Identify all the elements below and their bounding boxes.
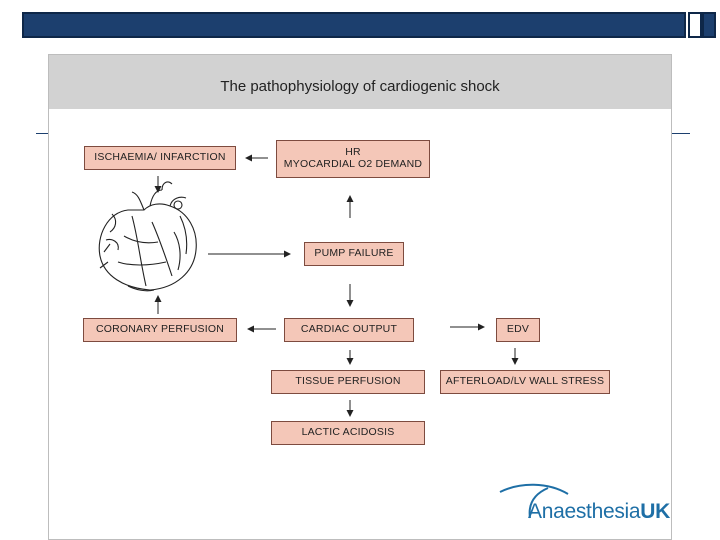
box-pump-failure: PUMP FAILURE <box>304 242 404 266</box>
box-hr-line1: HR <box>345 146 361 159</box>
diagram-panel: The pathophysiology of cardiogenic shock <box>48 54 672 540</box>
box-hr-demand: HR MYOCARDIAL O2 DEMAND <box>276 140 430 178</box>
box-edv: EDV <box>496 318 540 342</box>
top-bar-square <box>688 12 716 38</box>
rule-right <box>670 133 690 134</box>
logo: AnaesthesiaUK <box>528 500 670 524</box>
box-tissue-perfusion: TISSUE PERFUSION <box>271 370 425 394</box>
rule-left <box>36 133 50 134</box>
logo-text-main: Anaesthesia <box>528 500 641 523</box>
box-afterload: AFTERLOAD/LV WALL STRESS <box>440 370 610 394</box>
logo-text-suffix: UK <box>640 500 671 523</box>
top-bar <box>22 12 686 38</box>
box-cardiac-output: CARDIAC OUTPUT <box>284 318 414 342</box>
page-title: The pathophysiology of cardiogenic shock <box>220 78 500 95</box>
box-coronary-perfusion: CORONARY PERFUSION <box>83 318 237 342</box>
box-ischaemia: ISCHAEMIA/ INFARCTION <box>84 146 236 170</box>
logo-swoosh-icon <box>499 483 569 519</box>
heart-illustration <box>98 181 197 292</box>
box-lactic-acidosis: LACTIC ACIDOSIS <box>271 421 425 445</box>
box-hr-line2: MYOCARDIAL O2 DEMAND <box>283 158 423 170</box>
panel-header: The pathophysiology of cardiogenic shock <box>49 55 671 109</box>
